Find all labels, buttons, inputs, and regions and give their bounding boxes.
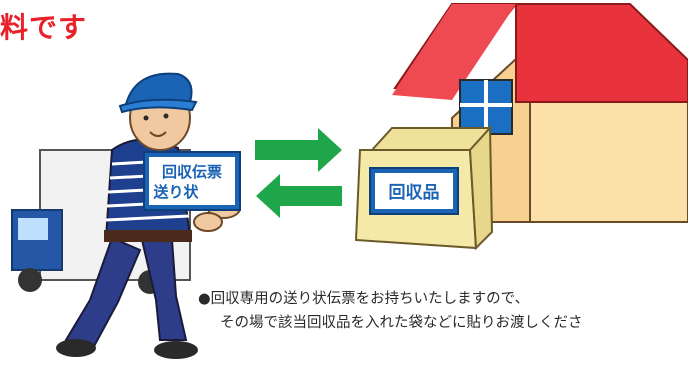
arrow-to-courier-icon	[256, 174, 342, 218]
waybill-card: 回収伝票 送り状	[143, 151, 241, 211]
caption-line-2: その場で該当回収品を入れた袋などに貼りお渡しくださ	[220, 315, 583, 331]
waybill-card-line2: 送り状	[152, 183, 199, 201]
window-icon	[459, 79, 513, 135]
caption: ●回収専用の送り状伝票をお持ちいたしますので、 その場で該当回収品を入れた袋など…	[198, 287, 583, 335]
waybill-card-line1: 回収伝票	[162, 163, 222, 181]
caption-line-1: ●回収専用の送り状伝票をお持ちいたしますので、	[198, 287, 583, 311]
arrow-to-house-icon	[255, 128, 342, 172]
house	[392, 3, 688, 223]
headline: 料です	[0, 11, 88, 44]
package-label: 回収品	[389, 183, 440, 203]
package-bag: 回収品	[354, 125, 494, 251]
caption-bullet: ●	[198, 291, 211, 307]
caption-text-1: 回収専用の送り状伝票をお持ちいたしますので、	[210, 291, 530, 307]
